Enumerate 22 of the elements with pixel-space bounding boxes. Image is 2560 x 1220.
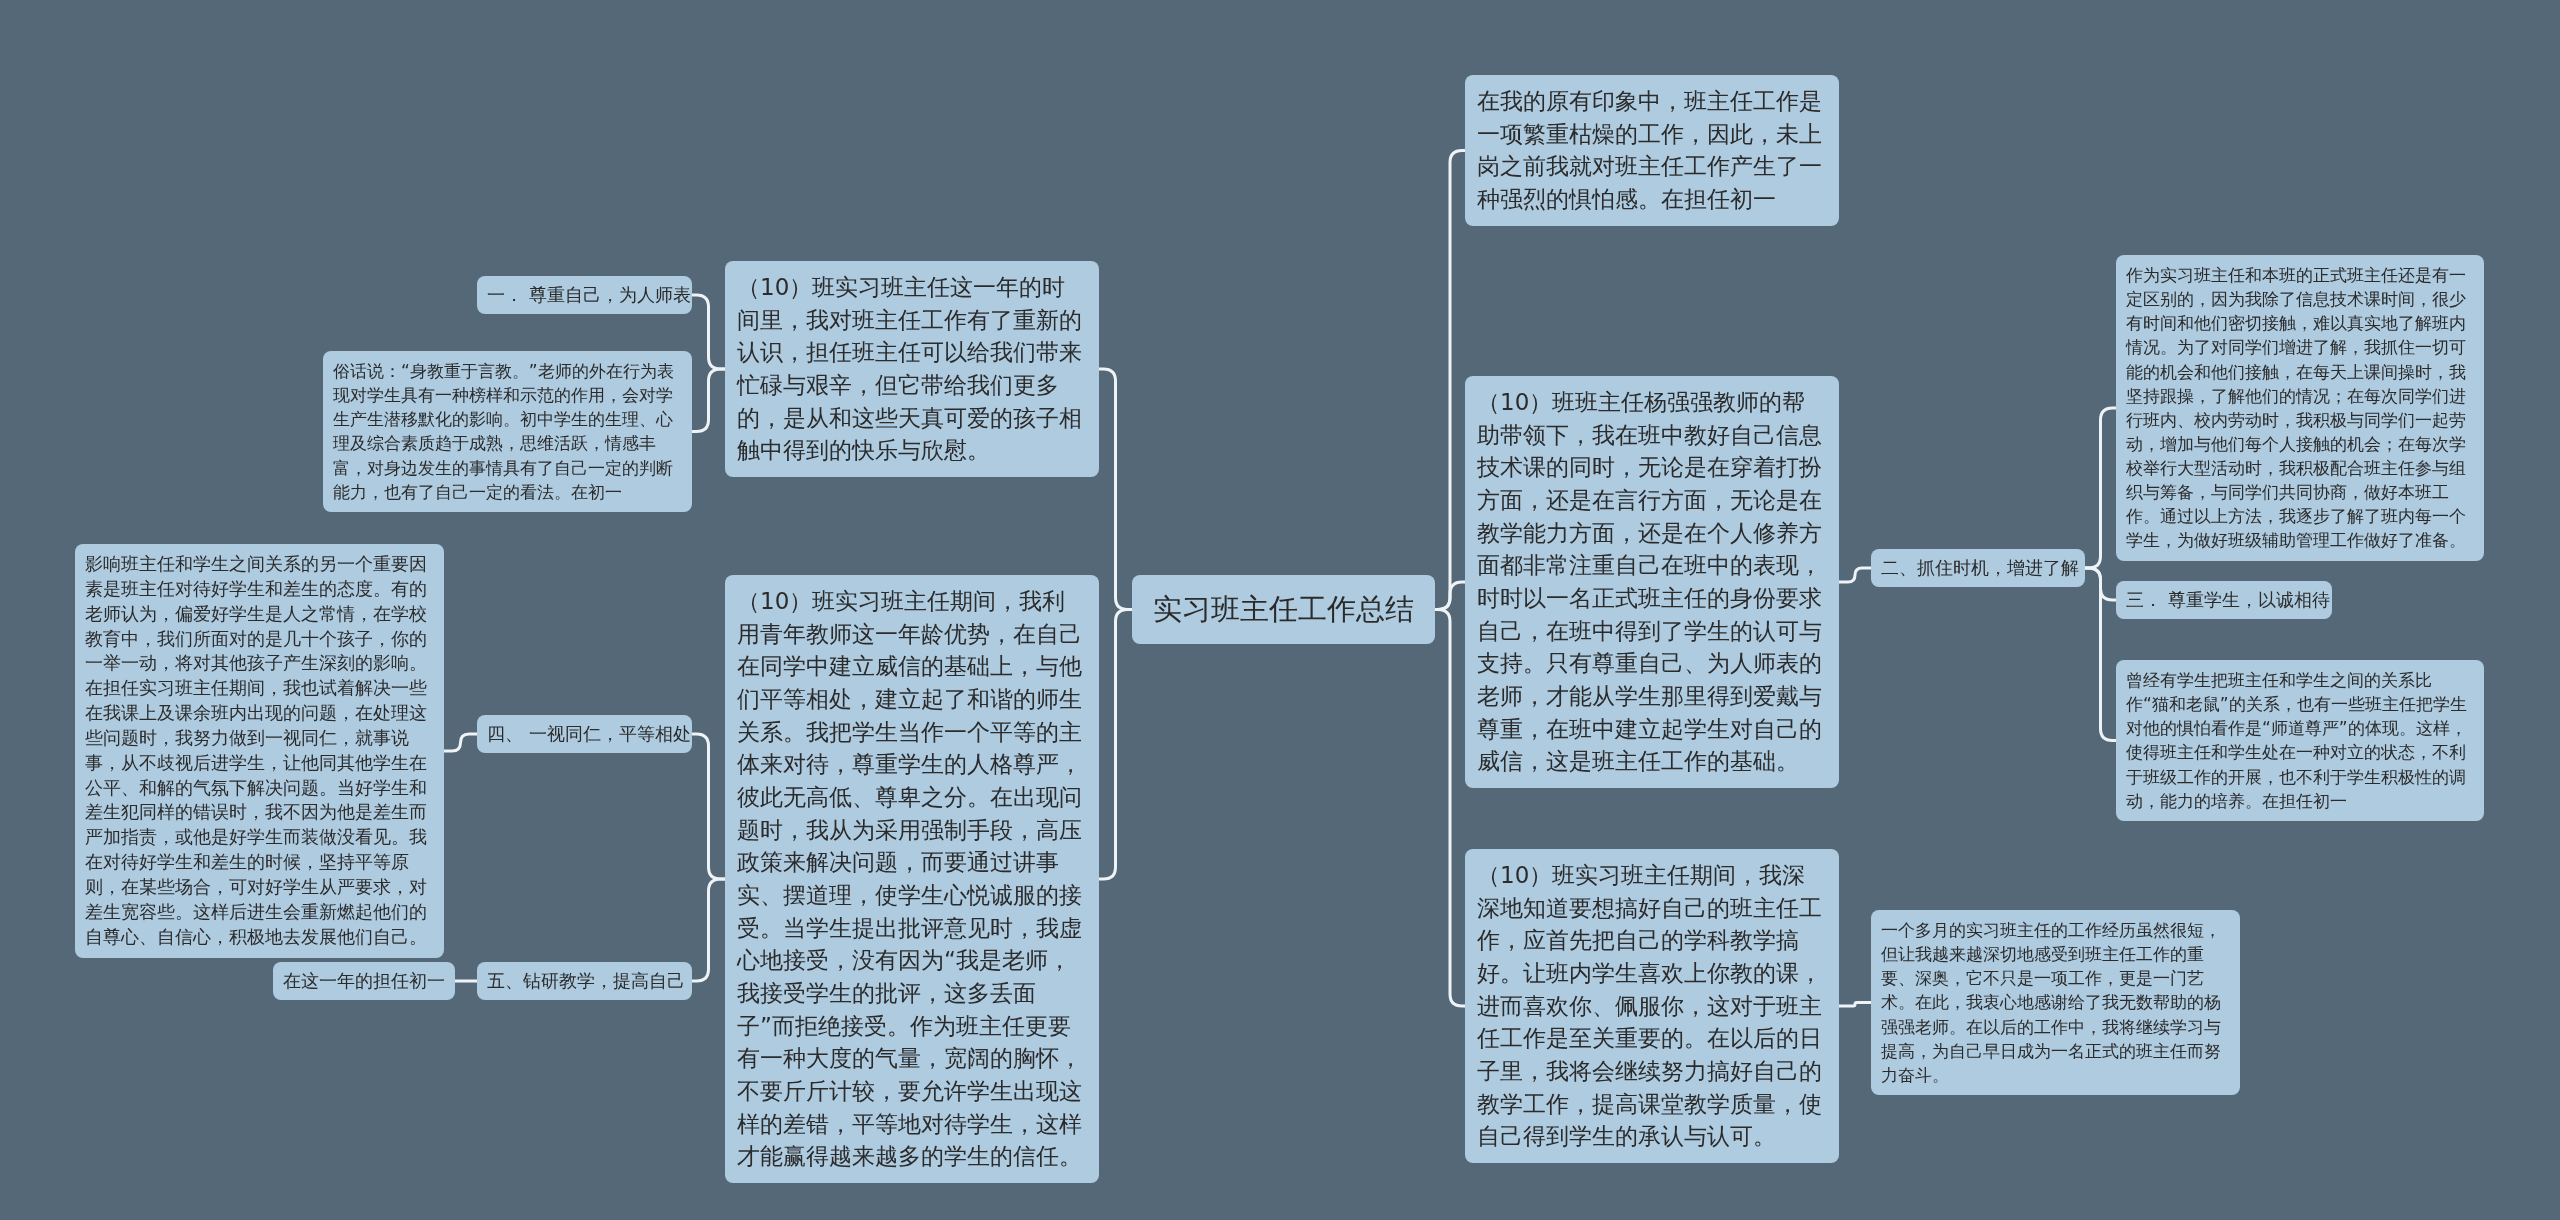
topic-box: （10）班实习班主任这一年的时间里，我对班主任工作有了重新的认识，担任班主任可以给我们带来忙碌与艰辛，但它带给我们更多的，是从和这些天真可爱的孩子相触中得到的快乐与欣慰。 <box>725 261 1099 477</box>
subtopic-box: 二、抓住时机，增进了解 <box>1871 549 2085 587</box>
topic-box: （10）班班主任杨强强教师的帮助带领下，我在班中教好自己信息技术课的同时，无论是在穿着打扮方面，还是在言行方面，无论是在教学能力方面，还是在个人修养方面都非常注重自己在班中的表现，时时以一名正式班主任的身份要求自己，在班中得到了学生的认可与支持。只有尊重自己、为人师表的老师，才能从学生那里得到爱戴与尊重，在班中建立起学生对自己的威信，这是班主任工作的基础。 <box>1465 376 1839 788</box>
note-box: 俗话说：“身教重于言教。”老师的外在行为表现对学生具有一种榜样和示范的作用，会对学生产生潜移默化的影响。初中学生的生理、心理及综合素质趋于成熟，思维活跃，情感丰富，对身边发生的事情具有了自己一定的判断能力，也有了自己一定的看法。在初一 <box>323 351 692 512</box>
subtopic-box: 三． 尊重学生，以诚相待 <box>2116 581 2332 619</box>
note-box: 曾经有学生把班主任和学生之间的关系比作“猫和老鼠”的关系，也有一些班主任把学生对他的惧怕看作是“师道尊严”的体现。这样，使得班主任和学生处在一种对立的状态，不利于班级工作的开展，也不利于学生积极性的调动，能力的培养。在担任初一 <box>2116 660 2484 821</box>
topic-box: （10）班实习班主任期间，我深深地知道要想搞好自己的班主任工作，应首先把自己的学科教学搞好。让班内学生喜欢上你教的课，进而喜欢你、佩服你，这对于班主任工作是至关重要的。在以后的日子里，我将会继续努力搞好自己的教学工作，提高课堂教学质量，使自己得到学生的承认与认可。 <box>1465 849 1839 1163</box>
subtopic-box: 四、 一视同仁，平等相处 <box>477 715 692 753</box>
subtopic-box: 五、钻研教学，提高自己 <box>477 962 692 1000</box>
connector <box>1839 1001 1871 1008</box>
connector <box>692 367 725 433</box>
note-box: 作为实习班主任和本班的正式班主任还是有一定区别的，因为我除了信息技术课时间，很少有时间和他们密切接触，难以真实地了解班内情况。为了对同学们增进了解，我抓住一切可能的机会和他们接触，在每天上课间操时，我坚持跟操，了解他们的情况；在每次同学们进行班内、校内劳动时，我积极与同学们一起劳动，增加与他们每个人接触的机会；在每次学校举行大型活动时，我积极配合班主任参与组织与筹备，与同学们共同协商，做好本班工作。通过以上方法，我逐步了解了班内每一个学生，为做好班级辅助管理工作做好了准备。 <box>2116 255 2484 561</box>
topic-box: 在我的原有印象中，班主任工作是一项繁重枯燥的工作，因此，未上岗之前我就对班主任工作产生了一种强烈的惧怕感。在担任初一 <box>1465 75 1839 226</box>
central-topic-box: 实习班主任工作总结 <box>1132 575 1435 645</box>
topic-box: （10）班实习班主任期间，我利用青年教师这一年龄优势，在自己在同学中建立威信的基础上，与他们平等相处，建立起了和谐的师生关系。我把学生当作一个平等的主体来对待，尊重学生的人格尊严，彼此无高低、尊卑之分。在出现问题时，我从为采用强制手段，高压政策来解决问题，而要通过讲事实、摆道理，使学生心悦诚服的接受。当学生提出批评意见时，我虚心地接受，没有因为“我是老师，我接受学生的批评，这多丢面子”而拒绝接受。作为班主任更要有一种大度的气量，宽阔的胸怀，不要斤斤计较，要允许学生出现这样的差错，平等地对待学生，这样才能赢得越来越多的学生的信任。 <box>725 575 1099 1183</box>
subtopic-box: 在这一年的担任初一 <box>273 962 455 1000</box>
connector <box>1839 566 1871 584</box>
connector <box>444 732 477 753</box>
note-box: 影响班主任和学生之间关系的另一个重要因素是班主任对待好学生和差生的态度。有的老师认为，偏爱好学生是人之常情，在学校教育中，我们所面对的是几十个孩子，你的一举一动，将对其他孩子产生深刻的影响。在担任实习班主任期间，我也试着解决一些在我课上及课余班内出现的问题，在处理这些问题时，我努力做到一视同仁，就事说事，从不歧视后进学生，让他同其他学生在公平、和解的气氛下解决问题。当好学生和差生犯同样的错误时，我不因为他是差生而严加指责，或他是好学生而装做没看见。我在对待好学生和差生的时候，坚持平等原则，在某些场合，可对好学生从严要求，对差生宽容些。这样后进生会重新燃起他们的自尊心、自信心，积极地去发展他们自己。 <box>75 544 444 958</box>
note-box: 一个多月的实习班主任的工作经历虽然很短，但让我越来越深切地感受到班主任工作的重要、深奥，它不只是一项工作，更是一门艺术。在此，我衷心地感谢给了我无数帮助的杨强强老师。在以后的工作中，我将继续学习与提高，为自己早日成为一名正式的班主任而努力奋斗。 <box>1871 910 2240 1095</box>
connector <box>455 979 477 983</box>
subtopic-box: 一． 尊重自己，为人师表 <box>477 276 692 314</box>
